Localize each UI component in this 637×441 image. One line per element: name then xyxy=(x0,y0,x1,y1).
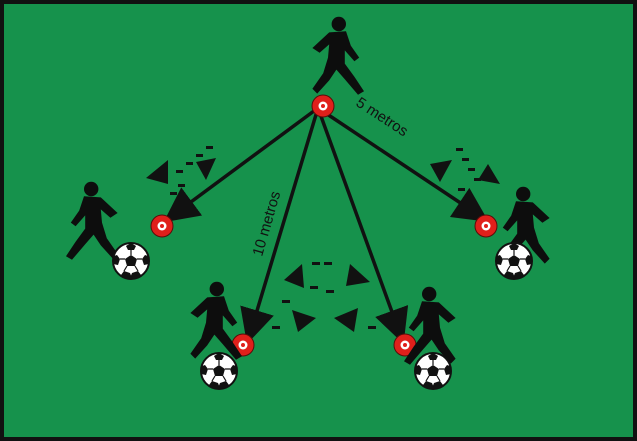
ball-right xyxy=(496,243,532,279)
ball-bottom-right xyxy=(415,353,451,389)
ball-bottom-left xyxy=(201,353,237,389)
marker-left xyxy=(151,215,173,237)
marker-top xyxy=(312,95,334,117)
ball-left xyxy=(113,243,149,279)
marker-right xyxy=(475,215,497,237)
